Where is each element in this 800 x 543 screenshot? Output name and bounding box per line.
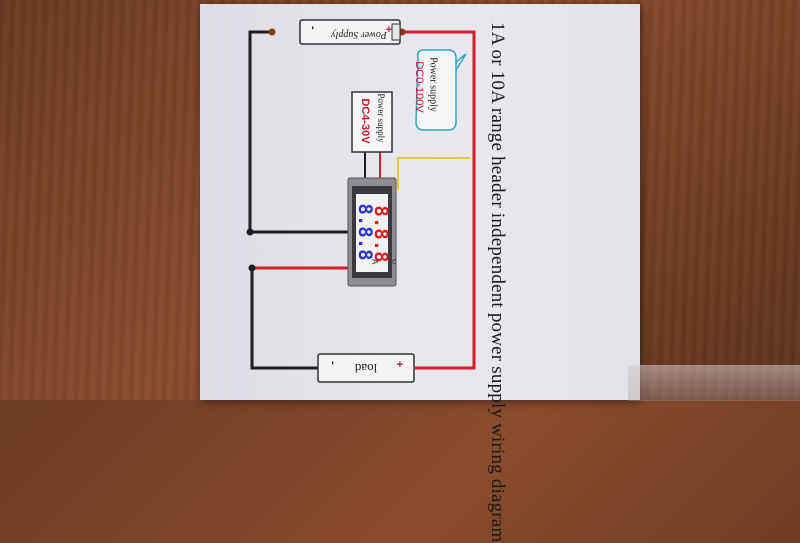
meter-volt-unit: V [388, 259, 397, 265]
small-supply-range: DC4-30V [359, 98, 371, 144]
power-supply-top-tab [391, 23, 401, 41]
meter-amp-unit: A [370, 259, 379, 265]
black-wire-load [250, 268, 318, 370]
load-plus: + [393, 361, 405, 368]
load-minus: - [327, 361, 339, 365]
red-wire-main [402, 30, 476, 370]
small-supply-title: Power supply [376, 93, 386, 143]
yellow-wire [397, 157, 470, 190]
bubble-range: DC0-100V [413, 61, 425, 113]
meter-screen [356, 194, 388, 272]
small-supply-box [351, 91, 393, 153]
diagram-title: 1A or 10A range header independent power… [487, 22, 508, 543]
junction-dot-load [248, 264, 256, 272]
plastic-sleeve [628, 365, 800, 401]
meter-amp-digits: 8.8.8 [354, 203, 376, 261]
load-box [317, 353, 415, 383]
power-supply-top-plus: + [382, 26, 394, 33]
wiring-diagram [246, 19, 476, 383]
bubble-callout [415, 49, 467, 131]
power-supply-top-label: Power Supply [331, 29, 387, 40]
bubble-title: Power supply [427, 57, 439, 112]
junction-dot-top [246, 228, 254, 236]
terminal-top-left [268, 28, 276, 36]
black-wire-top [248, 30, 350, 234]
power-supply-top-minus: - [307, 26, 319, 30]
